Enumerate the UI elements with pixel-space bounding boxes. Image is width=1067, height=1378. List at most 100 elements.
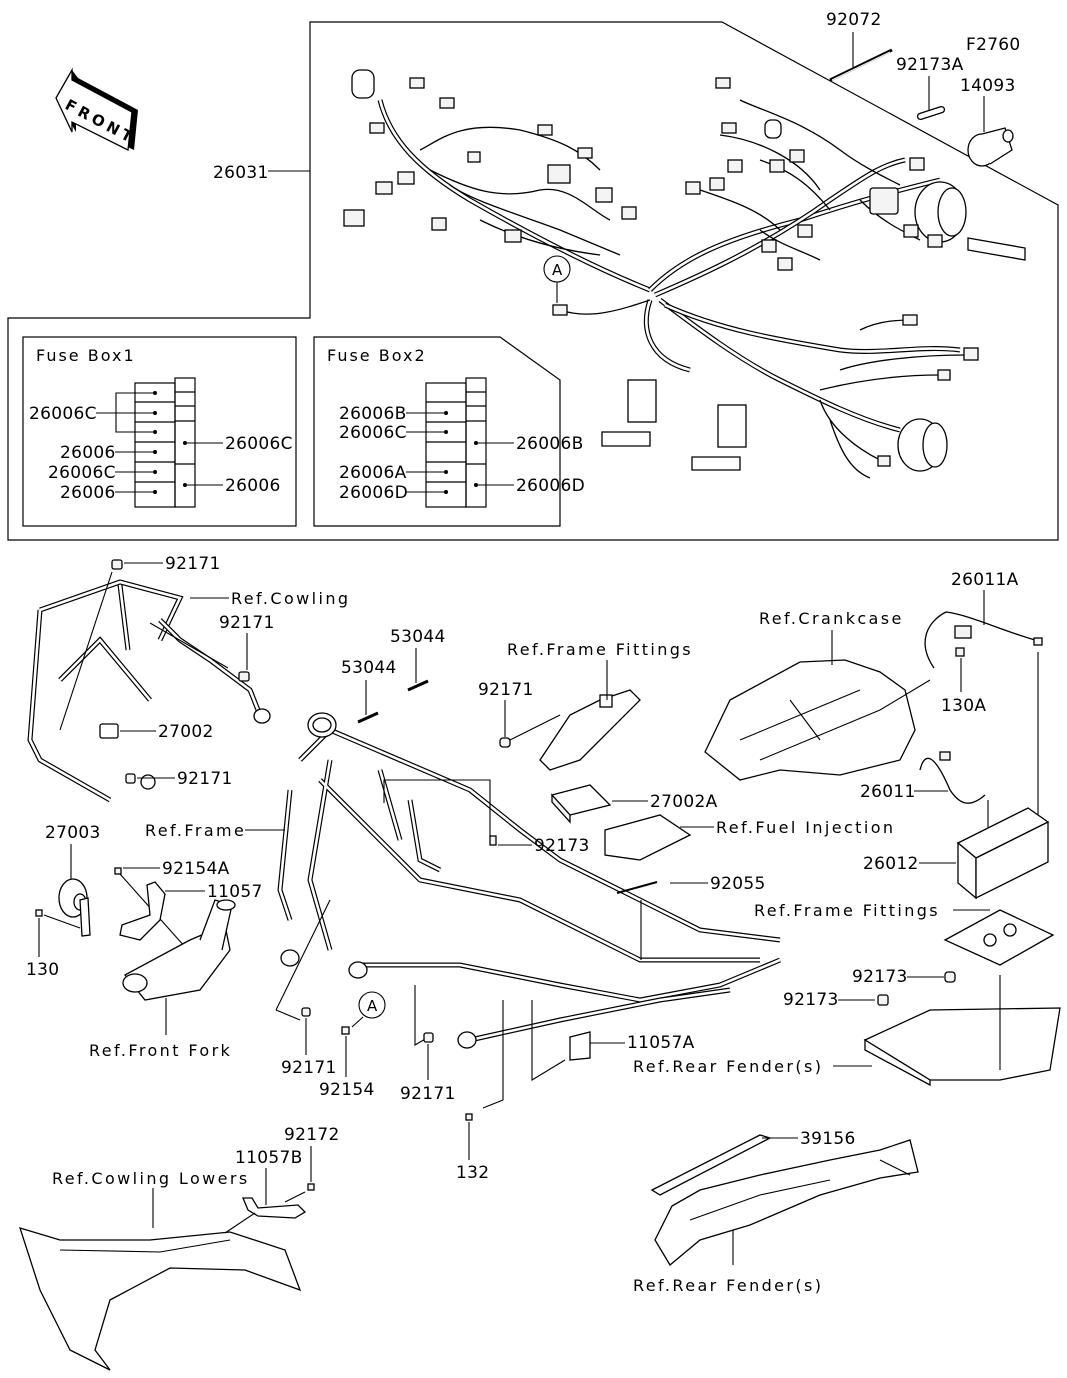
fuse-box-2-label-26006b-right[interactable]: 26006B	[516, 434, 584, 454]
ref-frame-fittings-1[interactable]: Ref.Frame Fittings	[507, 640, 693, 700]
part-53044-a[interactable]: 53044	[341, 658, 397, 724]
part-92171-b[interactable]: 92171	[219, 613, 275, 682]
part-label-92055[interactable]: 92055	[710, 874, 766, 894]
ref-cowling-lowers[interactable]: Ref.Cowling Lowers	[52, 1169, 250, 1228]
part-label-92171-f[interactable]: 92171	[400, 1084, 456, 1104]
part-92173a[interactable]: 92173A	[896, 55, 964, 121]
ref-label-front-fork[interactable]: Ref.Front Fork	[89, 1041, 232, 1060]
part-14093[interactable]: 14093	[960, 76, 1016, 167]
part-11057[interactable]: 11057	[119, 881, 263, 941]
part-92171-e[interactable]: 92171	[281, 1007, 337, 1078]
part-label-92173a[interactable]: 92173A	[896, 55, 964, 75]
part-label-92072[interactable]: 92072	[826, 10, 882, 30]
ref-label-rear-fender-2[interactable]: Ref.Rear Fender(s)	[633, 1276, 823, 1295]
part-label-11057[interactable]: 11057	[207, 882, 263, 902]
part-53044-b[interactable]: 53044	[390, 627, 446, 692]
part-label-92173-b[interactable]: 92173	[852, 967, 908, 987]
ref-label-cowling-lowers[interactable]: Ref.Cowling Lowers	[52, 1169, 250, 1188]
part-26011a[interactable]: 26011A	[924, 570, 1043, 815]
part-label-132[interactable]: 132	[456, 1163, 489, 1183]
part-92173-b[interactable]: 92173	[852, 967, 956, 987]
ref-rear-fender-1[interactable]: Ref.Rear Fender(s)	[633, 1057, 872, 1076]
part-label-92173[interactable]: 92173	[534, 836, 590, 856]
ref-label-rear-fender-1[interactable]: Ref.Rear Fender(s)	[633, 1057, 823, 1076]
part-label-92171-b[interactable]: 92171	[219, 613, 275, 633]
part-label-27002a[interactable]: 27002A	[650, 792, 718, 812]
ref-label-frame[interactable]: Ref.Frame	[145, 821, 246, 840]
cowling-stay-drawing	[27, 571, 271, 803]
ref-crankcase[interactable]: Ref.Crankcase	[759, 609, 904, 665]
part-label-26031[interactable]: 26031	[213, 163, 269, 183]
part-label-92172[interactable]: 92172	[284, 1125, 340, 1145]
part-92173-c[interactable]: 92173	[783, 990, 889, 1010]
ref-label-crankcase[interactable]: Ref.Crankcase	[759, 609, 904, 628]
part-92154[interactable]: 92154	[319, 1026, 375, 1100]
part-92171-c[interactable]: 92171	[125, 769, 233, 789]
harness-group-outline	[7, 21, 1059, 541]
part-27002a[interactable]: 27002A	[550, 784, 718, 824]
ref-frame[interactable]: Ref.Frame	[145, 821, 285, 840]
part-label-11057b[interactable]: 11057B	[235, 1148, 303, 1168]
ref-frame-fittings-2[interactable]: Ref.Frame Fittings	[754, 901, 1055, 966]
part-label-92173-c[interactable]: 92173	[783, 990, 839, 1010]
part-92172[interactable]: 92172	[284, 1125, 340, 1203]
part-label-26011[interactable]: 26011	[860, 782, 916, 802]
fuse-box-2-label-26006b[interactable]: 26006B	[339, 404, 407, 424]
part-label-92171-e[interactable]: 92171	[281, 1058, 337, 1078]
part-130a[interactable]: 130A	[941, 647, 986, 716]
fuse-box-1-label-26006-a[interactable]: 26006	[60, 443, 116, 463]
part-label-130a[interactable]: 130A	[941, 696, 986, 716]
part-92171-top[interactable]: 92171	[111, 554, 221, 574]
part-92072[interactable]: 92072	[826, 10, 893, 82]
part-130[interactable]: 130	[26, 909, 81, 980]
fuse-box-1-label-26006c-a[interactable]: 26006C	[29, 404, 97, 424]
ref-label-fuel-injection[interactable]: Ref.Fuel Injection	[716, 818, 895, 837]
fuse-box-2-title: Fuse Box2	[327, 346, 427, 365]
part-132[interactable]: 132	[456, 1113, 489, 1183]
part-label-53044-a[interactable]: 53044	[341, 658, 397, 678]
fuse-box-2-label-26006a[interactable]: 26006A	[339, 463, 407, 483]
part-92171-f[interactable]: 92171	[400, 1032, 456, 1104]
ref-label-cowling[interactable]: Ref.Cowling	[231, 589, 350, 608]
part-11057b[interactable]: 11057B	[224, 1148, 307, 1234]
part-label-92171-c[interactable]: 92171	[177, 769, 233, 789]
ref-front-fork[interactable]: Ref.Front Fork	[89, 998, 232, 1060]
fuse-box-2-label-26006d[interactable]: 26006D	[339, 483, 408, 503]
part-27003-horn[interactable]: 27003	[45, 823, 101, 937]
fuse-box-1-label-26006-b[interactable]: 26006	[60, 483, 116, 503]
part-26012-battery[interactable]: 26012	[863, 807, 1050, 900]
part-label-27002[interactable]: 27002	[158, 722, 214, 742]
fuse-box-1-label-26006c-b[interactable]: 26006C	[48, 463, 116, 483]
front-arrow-icon: FRONT	[55, 67, 139, 152]
part-39156[interactable]: 39156	[650, 1129, 856, 1196]
part-label-26011a[interactable]: 26011A	[951, 570, 1019, 590]
part-11057a[interactable]: 11057A	[569, 1031, 695, 1061]
part-label-92171-d[interactable]: 92171	[478, 680, 534, 700]
fuse-box-2-label-26006c[interactable]: 26006C	[339, 423, 407, 443]
ref-label-frame-fittings-2[interactable]: Ref.Frame Fittings	[754, 901, 940, 920]
part-label-130[interactable]: 130	[26, 960, 59, 980]
part-label-26012[interactable]: 26012	[863, 854, 919, 874]
ref-cowling[interactable]: Ref.Cowling	[190, 589, 350, 608]
part-label-92154[interactable]: 92154	[319, 1080, 375, 1100]
fuse-box-1-label-26006-right[interactable]: 26006	[225, 476, 281, 496]
part-label-14093[interactable]: 14093	[960, 76, 1016, 96]
part-label-27003[interactable]: 27003	[45, 823, 101, 843]
part-92173[interactable]: 92173	[489, 835, 590, 856]
part-label-92154a[interactable]: 92154A	[162, 859, 230, 879]
part-92055[interactable]: 92055	[616, 874, 766, 894]
part-92171-d[interactable]: 92171	[478, 680, 534, 748]
fuse-box-2-label-26006d-right[interactable]: 26006D	[516, 476, 585, 496]
ref-fuel-injection[interactable]: Ref.Fuel Injection	[604, 814, 895, 861]
fuse-box-2: Fuse Box2	[327, 346, 514, 508]
part-label-53044-b[interactable]: 53044	[390, 627, 446, 647]
part-label-11057a[interactable]: 11057A	[627, 1033, 695, 1053]
fuse-box-1-label-26006c-right[interactable]: 26006C	[225, 434, 293, 454]
ref-label-frame-fittings-1[interactable]: Ref.Frame Fittings	[507, 640, 693, 659]
ref-rear-fender-2[interactable]: Ref.Rear Fender(s)	[633, 1230, 823, 1295]
part-label-92171-top[interactable]: 92171	[165, 554, 221, 574]
part-27002[interactable]: 27002	[99, 722, 214, 742]
part-label-39156[interactable]: 39156	[800, 1129, 856, 1149]
frame-fittings-1-drawing	[509, 689, 641, 771]
